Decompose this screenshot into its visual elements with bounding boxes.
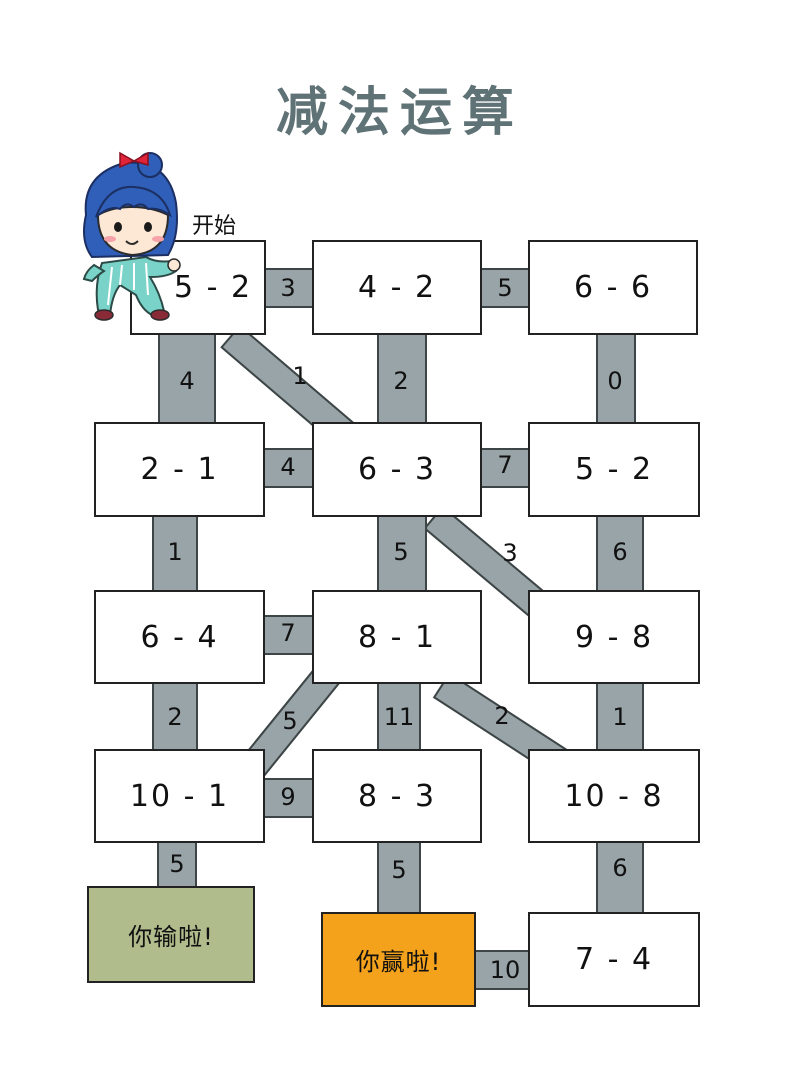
box-win[interactable]: 你赢啦! [321, 912, 476, 1007]
box-10-8[interactable]: 10 - 8 [528, 749, 700, 843]
path-label: 0 [607, 367, 623, 395]
path-label: 2 [167, 703, 183, 731]
path-label: 2 [393, 367, 409, 395]
path-v-10-8-to-7-4[interactable] [596, 840, 644, 915]
path-h-10-1-to-8-3[interactable] [262, 778, 315, 818]
path-label: 7 [497, 451, 513, 479]
path-v-6-3-to-8-1[interactable] [377, 514, 427, 593]
start-label: 开始 [192, 214, 237, 239]
box-9-8[interactable]: 9 - 8 [528, 590, 700, 684]
path-label: 5 [393, 538, 409, 566]
box-lose[interactable]: 你输啦! [87, 886, 255, 983]
box-2-1[interactable]: 2 - 1 [94, 422, 265, 517]
path-label: 1 [612, 703, 628, 731]
path-label: 9 [280, 783, 296, 811]
box-8-3[interactable]: 8 - 3 [312, 749, 482, 843]
path-v-5-2-to-9-8[interactable] [596, 514, 644, 593]
path-label: 3 [280, 274, 296, 302]
page-title: 减法运算 [275, 83, 524, 143]
path-label: 1 [292, 362, 308, 390]
box-5-2[interactable]: 5 - 2 [528, 422, 700, 517]
box-10-1[interactable]: 10 - 1 [94, 749, 265, 843]
path-label: 5 [169, 850, 185, 878]
path-label: 6 [612, 538, 628, 566]
box-7-4[interactable]: 7 - 4 [528, 912, 700, 1007]
path-label: 7 [280, 619, 296, 647]
box-6-3[interactable]: 6 - 3 [312, 422, 482, 517]
box-8-1[interactable]: 8 - 1 [312, 590, 482, 684]
path-label: 4 [280, 453, 296, 481]
path-label: 4 [179, 367, 195, 395]
girl-character-icon [82, 151, 181, 321]
path-label: 10 [489, 956, 521, 984]
path-label: 2 [494, 702, 510, 730]
path-v-2-1-to-6-4[interactable] [152, 514, 198, 593]
path-label: 3 [502, 539, 518, 567]
path-label: 11 [383, 703, 415, 731]
box-4-2[interactable]: 4 - 2 [312, 240, 482, 335]
path-label: 1 [167, 538, 183, 566]
path-label: 5 [282, 707, 298, 735]
path-label: 5 [391, 856, 407, 884]
box-6-4[interactable]: 6 - 4 [94, 590, 265, 684]
box-6-6[interactable]: 6 - 6 [528, 240, 698, 335]
path-label: 6 [612, 854, 628, 882]
path-label: 5 [497, 274, 513, 302]
path-v-6-6-to-5-2[interactable] [596, 332, 636, 425]
